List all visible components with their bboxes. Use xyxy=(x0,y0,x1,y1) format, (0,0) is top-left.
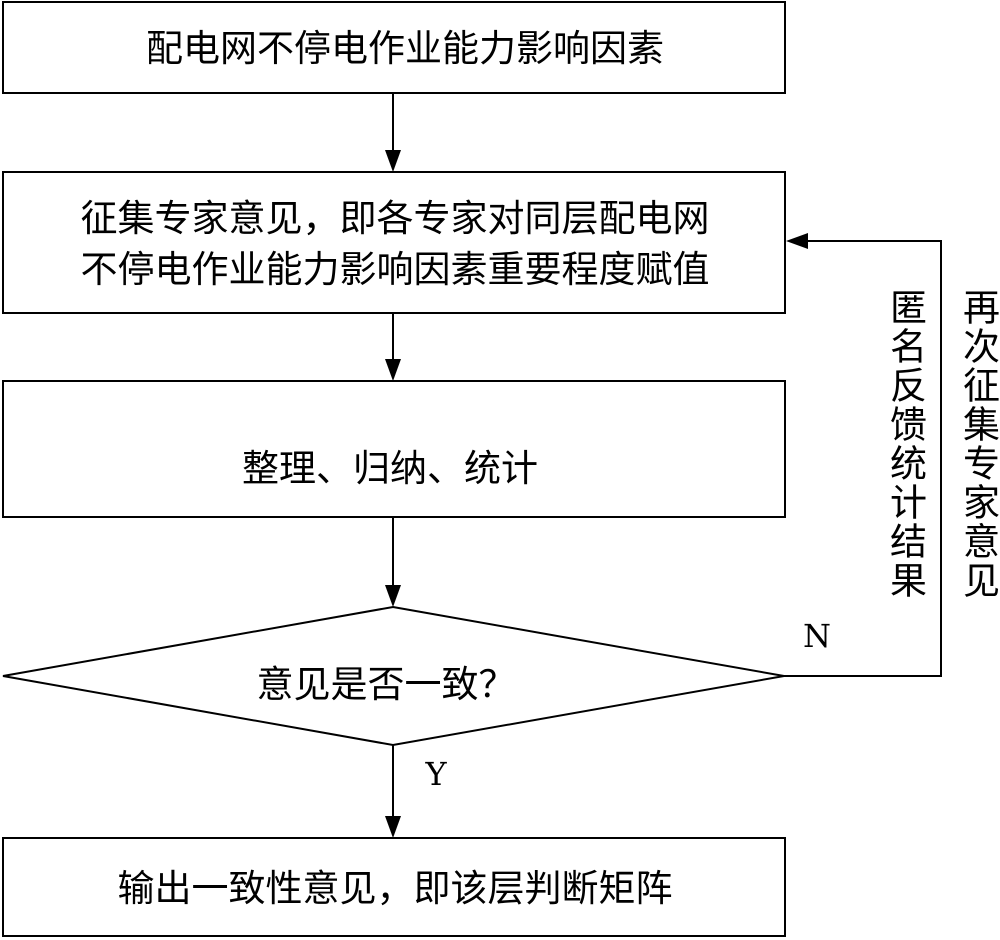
edge-yes-to-output-arrowhead xyxy=(385,816,401,838)
node-factors-box xyxy=(2,1,786,94)
feedback-label: 匿名反馈统计结果 xyxy=(884,288,927,600)
recollect-label: 再次征集专家意见 xyxy=(957,288,1000,600)
node-decision-label: 意见是否一致？ xyxy=(257,663,516,706)
branch-yes-label: Y xyxy=(424,755,447,793)
edge-factors-to-collect-arrowhead xyxy=(385,150,401,172)
node-output-label: 输出一致性意见，即该层判断矩阵 xyxy=(118,867,673,910)
node-collect-line-1: 征集专家意见，即各专家对同层配电网 xyxy=(81,197,710,240)
branch-no-label: N xyxy=(803,617,831,655)
node-factors-label: 配电网不停电作业能力影响因素 xyxy=(146,27,664,70)
edge-organize-to-decision-arrowhead xyxy=(385,585,401,607)
node-collect-line-2: 不停电作业能力影响因素重要程度赋值 xyxy=(81,248,710,291)
node-organize-label: 整理、归纳、统计 xyxy=(242,447,538,490)
edge-no-feedback-loop xyxy=(784,240,942,677)
node-organize-box xyxy=(2,380,786,518)
node-output-box xyxy=(2,837,786,937)
node-collect-box xyxy=(2,171,786,314)
edge-collect-to-organize-arrowhead xyxy=(385,359,401,381)
edge-no-feedback-arrowhead xyxy=(786,233,808,249)
